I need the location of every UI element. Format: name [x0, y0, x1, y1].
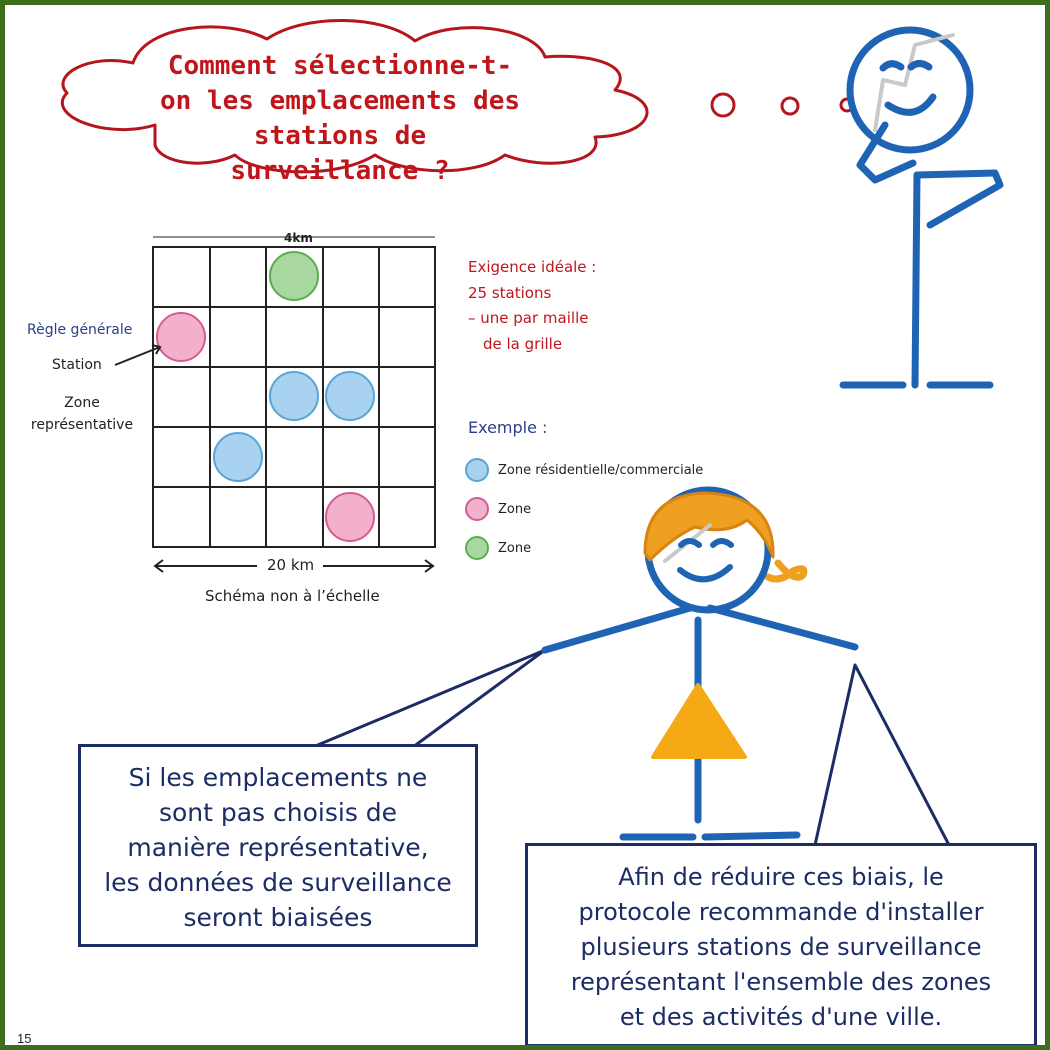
speech-line: protocole recommande d'installer: [578, 898, 984, 926]
example-heading: Exemple :: [468, 418, 548, 437]
speech-box-right: Afin de réduire ces biais, le protocole …: [525, 843, 1037, 1045]
requirement-line: de la grille: [483, 334, 563, 353]
speech-line: les données de surveillance: [104, 868, 452, 897]
speech-line: représentant l'ensemble des zones: [570, 968, 992, 996]
zone-label: Zone représentative: [27, 392, 137, 436]
requirement-line: 25 stations: [468, 283, 552, 302]
station-grid: [152, 236, 436, 548]
example-item-label: Zone: [498, 502, 532, 517]
speech-box-left: Si les emplacements ne sont pas choisis …: [78, 744, 478, 947]
requirement-note: Exigence idéale : 25 stations – une par …: [468, 255, 596, 357]
question-title: Comment sélectionne-t- on les emplacemen…: [155, 49, 525, 189]
page-number: 15: [17, 1031, 32, 1046]
speech-line: sont pas choisis de: [158, 798, 398, 827]
question-line: stations de surveillance ?: [230, 121, 450, 186]
station-arrow: [114, 344, 162, 366]
speech-line: et des activités d'une ville.: [619, 1003, 943, 1031]
station-pink: [156, 312, 206, 362]
station-blue: [269, 371, 319, 421]
station-label: Station: [52, 357, 102, 373]
question-line: on les emplacements des: [159, 86, 521, 116]
speech-line: Si les emplacements ne: [128, 763, 428, 792]
station-blue: [213, 432, 263, 482]
example-legend-markers: [465, 458, 489, 560]
station-circles: [156, 251, 375, 542]
bottom-scale-label: 20 km: [267, 556, 315, 574]
question-line: Comment sélectionne-t-: [167, 51, 513, 81]
top-scale-label: 4km: [284, 231, 313, 245]
station-blue: [325, 371, 375, 421]
requirement-line: Exigence idéale :: [468, 258, 597, 276]
station-pink: [325, 492, 375, 542]
speech-line: plusieurs stations de surveillance: [580, 933, 982, 961]
station-green: [269, 251, 319, 301]
speech-line: seront biaisées: [183, 903, 373, 932]
example-item-label: Zone résidentielle/commerciale: [498, 463, 704, 478]
speech-line: manière représentative,: [127, 833, 429, 862]
zone-label-line: représentative: [30, 417, 134, 433]
zone-label-line: Zone: [64, 395, 100, 411]
rule-heading: Règle générale: [27, 322, 133, 338]
requirement-line: – une par maille: [468, 309, 589, 327]
thinking-figure: [839, 26, 1004, 389]
speech-line: Afin de réduire ces biais, le: [618, 863, 944, 891]
scene-drawing: [60, 19, 1004, 847]
diagram-caption: Schéma non à l’échelle: [205, 587, 380, 605]
example-item-label: Zone: [498, 541, 532, 556]
scale-arrow: [153, 559, 435, 573]
girl-figure: [541, 486, 859, 841]
thought-cloud: [60, 19, 855, 174]
